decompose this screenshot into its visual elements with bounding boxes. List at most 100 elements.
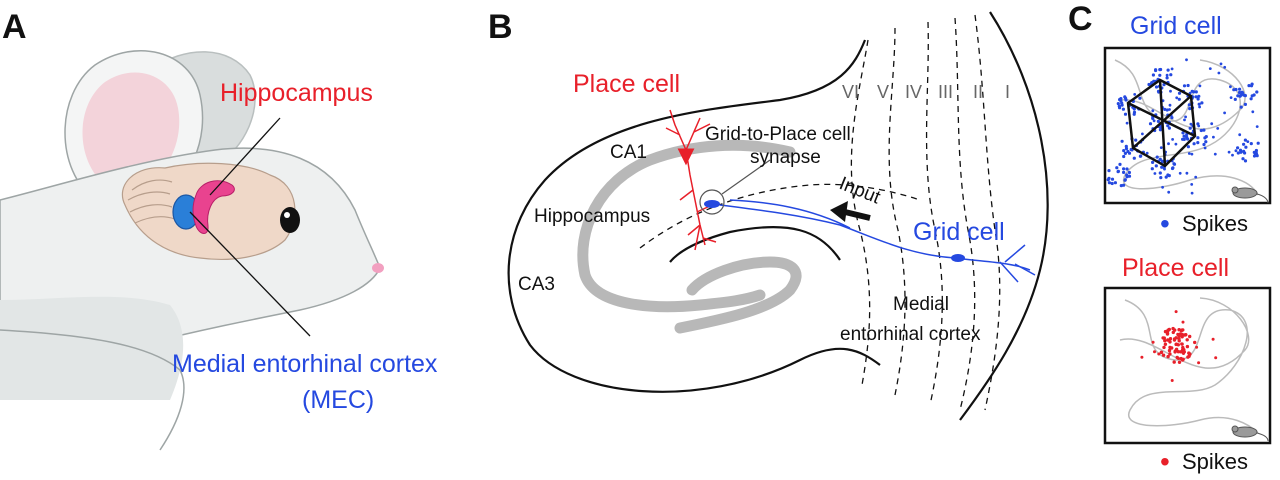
spike-dot [1161, 353, 1166, 357]
spike-dot [1159, 146, 1163, 150]
hippocampus-outer-outline [507, 39, 881, 393]
spike-dot [1182, 84, 1187, 88]
spike-dot [1163, 107, 1167, 111]
spike-dot [1178, 171, 1182, 175]
layer-label-v: V [877, 82, 889, 102]
spike-dot [1167, 142, 1170, 146]
brain-section-outline [959, 11, 1049, 421]
spike-dot [1239, 93, 1243, 97]
spike-dot [1229, 85, 1232, 89]
spike-dot [1163, 342, 1168, 346]
spike-dot [1187, 103, 1191, 107]
spike-dot [1122, 154, 1126, 159]
layer-labels: VI V IV III II I [842, 82, 1010, 102]
spike-dot [1133, 93, 1137, 96]
spike-dot [1188, 352, 1192, 356]
spike-dot [1167, 348, 1172, 353]
spike-dot [1153, 350, 1156, 354]
spike-dot [1153, 172, 1157, 175]
spike-dot [1116, 169, 1120, 173]
spike-dot [1244, 145, 1248, 149]
spike-dot [1252, 150, 1256, 154]
spike-dot [1167, 327, 1172, 332]
spike-dot [1204, 140, 1208, 144]
grid-cell-neuron [719, 199, 1036, 283]
spike-dot [1177, 97, 1181, 101]
spike-dot [1113, 181, 1117, 185]
panel-c: C Grid cell • Spikes Place cell • Spikes [1068, 0, 1272, 477]
spike-dot [1246, 140, 1250, 144]
place-spike-dots [1140, 310, 1218, 382]
spike-dot [1177, 360, 1182, 364]
spike-dot [1132, 156, 1136, 160]
spike-dot [1177, 91, 1182, 95]
spike-dot [1150, 167, 1154, 171]
spike-dot [1168, 337, 1173, 341]
spike-dot [1180, 342, 1184, 346]
spike-dot [1151, 340, 1155, 344]
spike-dot [1171, 330, 1176, 335]
spike-dot [1174, 342, 1178, 347]
spike-dot [1168, 352, 1172, 356]
spike-dot [1190, 89, 1194, 93]
spike-dot [1243, 102, 1247, 106]
spike-dot [1214, 356, 1218, 360]
mouse-neck-shadow [0, 296, 184, 400]
spike-dot [1212, 135, 1215, 139]
spike-dot [1181, 320, 1185, 324]
hippocampus-inner-outline [669, 225, 841, 263]
hippocampus-label-b: Hippocampus [534, 206, 650, 227]
spike-dot [1243, 138, 1247, 142]
spike-dot [1125, 121, 1129, 125]
spike-dot [1241, 157, 1245, 161]
spike-dot [1193, 340, 1197, 345]
spike-dot [1239, 105, 1243, 109]
hippocampus-leader-line [209, 117, 281, 196]
place-cell-title-c: Place cell [1122, 254, 1229, 282]
spike-dot [1118, 162, 1122, 166]
spike-dot [1163, 339, 1167, 343]
spike-dot [1186, 83, 1190, 88]
spike-dot [1166, 354, 1170, 359]
spike-dot [1202, 128, 1206, 132]
panel-a: A Hippocampus Medial entorhinal [0, 8, 438, 451]
mec-leader-line [189, 211, 311, 337]
spike-dot [1151, 116, 1155, 120]
spike-dot [1160, 165, 1164, 169]
spike-dot [1173, 350, 1177, 354]
spike-dot [1185, 171, 1189, 175]
spike-dot [1157, 352, 1161, 356]
spike-dot [1250, 94, 1254, 98]
spike-dot [1202, 142, 1206, 147]
spike-dot [1211, 337, 1215, 341]
spike-dot [1177, 339, 1181, 343]
spike-dot [1198, 84, 1202, 88]
spike-dot [1196, 141, 1200, 145]
spike-dot [1147, 82, 1151, 87]
spike-dot [1162, 345, 1166, 350]
spike-dot [1249, 142, 1253, 146]
spike-dot [1165, 73, 1169, 77]
spike-dot [1165, 76, 1169, 80]
spike-dot [1181, 137, 1185, 141]
place-trajectory [1119, 297, 1259, 434]
spike-dot [1171, 166, 1175, 170]
spike-dot [1217, 71, 1221, 75]
spike-dot [1122, 149, 1126, 153]
spike-dot [1186, 137, 1190, 141]
spike-dot [1168, 108, 1171, 111]
spike-dot [1239, 150, 1243, 154]
spike-dot [1123, 112, 1128, 116]
synapse-leader-line [721, 159, 771, 195]
spike-dot [1120, 103, 1124, 107]
input-arrow [844, 209, 871, 221]
spike-dot [1195, 345, 1199, 349]
spike-dot [1183, 333, 1187, 337]
spike-dot [1229, 96, 1233, 99]
spike-bullet-grid: • [1160, 208, 1170, 239]
layer-label-iv: IV [905, 82, 922, 102]
spike-dot [1138, 154, 1142, 158]
ca1-ca3-pyramidal-layer [577, 139, 796, 313]
synapse-label-line1: Grid-to-Place cell [705, 124, 851, 145]
hippocampus-region [192, 180, 235, 234]
